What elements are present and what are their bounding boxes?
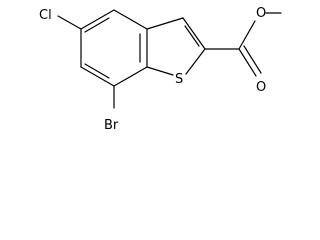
ester-oxygen-label: O — [256, 6, 266, 21]
chlorine-label: Cl — [39, 8, 52, 23]
benzene-ring — [80, 9, 148, 87]
bond-c4-c5-inner — [84, 17, 110, 33]
bromine-label: Br — [104, 118, 119, 133]
bond-c3-c2 — [182, 17, 206, 50]
structure-diagram: Cl Br S O O — [39, 6, 282, 133]
bond-carbonyl-ester-o — [238, 20, 256, 50]
sulfur-label: S — [175, 72, 183, 87]
thiophene-ring — [146, 17, 206, 76]
atom-labels: Cl Br S O O — [39, 6, 266, 133]
substituent-bonds — [57, 12, 282, 109]
bond-c4-c5 — [80, 9, 115, 30]
carbonyl-oxygen-label: O — [256, 80, 266, 95]
bond-carbonyl-double-o — [238, 48, 257, 77]
bond-c5-cl — [57, 15, 82, 30]
bond-c3-c2-inner — [184, 25, 200, 47]
bond-c6-c7-inner — [84, 63, 110, 79]
bond-c6-c7 — [80, 66, 115, 87]
bond-carbonyl-double-o-2 — [243, 45, 262, 74]
bond-c2-s1 — [185, 48, 206, 75]
bond-c7-c7a — [113, 66, 148, 87]
bond-c3a-c4 — [113, 9, 148, 30]
bond-s1-c7a — [146, 66, 174, 76]
bond-c3a-c3 — [146, 17, 184, 30]
